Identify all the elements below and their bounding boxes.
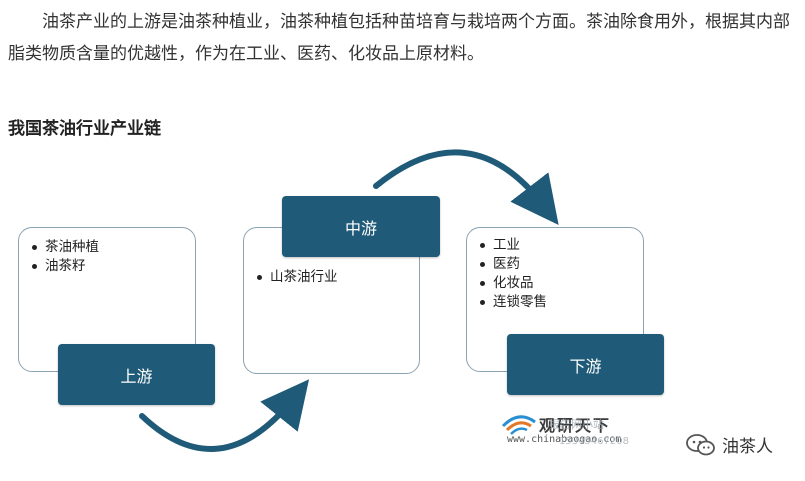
list-item: 连锁零售 — [479, 293, 547, 312]
list-item: 茶油种植 — [31, 238, 99, 257]
downstream-list: 工业 医药 化妆品 连锁零售 — [479, 236, 547, 312]
wechat-icon — [686, 433, 715, 455]
upstream-label: 上游 — [58, 344, 215, 405]
arrow-midstream-to-downstream — [373, 149, 559, 226]
watermark: 观研天下 报告网小站 www.chinabaogao.com 153454672… — [497, 410, 657, 456]
midstream-list: 山茶油行业 — [256, 268, 338, 287]
upstream-list: 茶油种植 油茶籽 — [31, 238, 99, 276]
list-item: 工业 — [479, 236, 547, 255]
intro-paragraph: 油茶产业的上游是油茶种植业，油茶种植包括种苗培育与栽培两个方面。茶油除食用外，根… — [8, 12, 790, 64]
list-item: 化妆品 — [479, 274, 547, 293]
list-item: 医药 — [479, 255, 547, 274]
list-item: 油茶籽 — [31, 257, 99, 276]
watermark-overlay: 报告网小站 — [549, 418, 604, 431]
watermark-logo-icon — [501, 415, 536, 435]
brand-name: 油茶人 — [722, 437, 773, 457]
watermark-url: www.chinabaogao.com — [507, 434, 622, 445]
section-title: 我国茶油行业产业链 — [8, 119, 161, 139]
watermark-id: 15345467208 — [559, 436, 629, 447]
list-item: 山茶油行业 — [256, 268, 338, 287]
arrow-upstream-to-midstream — [139, 379, 310, 452]
watermark-name: 观研天下 — [539, 416, 612, 435]
downstream-label: 下游 — [507, 334, 664, 395]
brand: 油茶人 — [686, 432, 773, 457]
midstream-label: 中游 — [282, 196, 440, 257]
